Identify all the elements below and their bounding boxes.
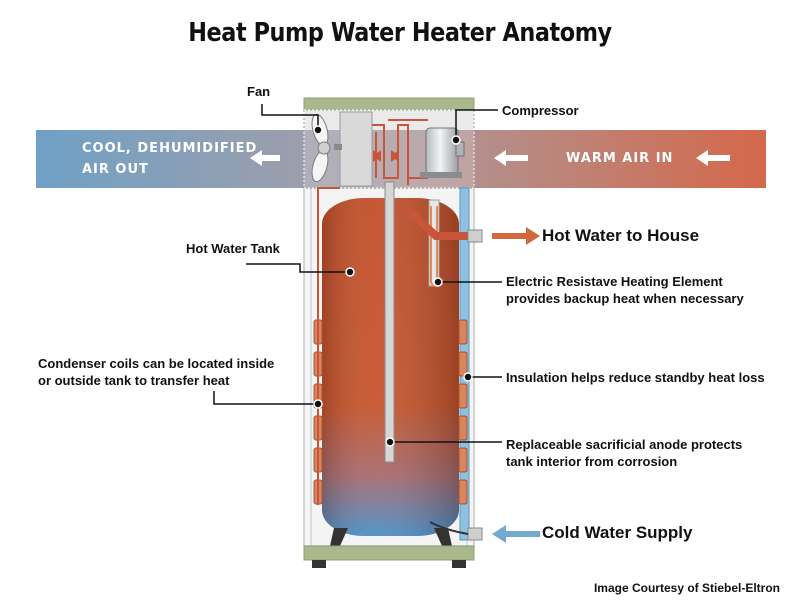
condenser-label-line2: or outside tank to transfer heat [38, 373, 230, 388]
leader-lines [213, 104, 502, 443]
hot-water-to-house-label: Hot Water to House [542, 226, 700, 245]
airflow-band [36, 130, 766, 188]
air-out-arrow-icon [250, 150, 280, 166]
air-in-arrow-icon [494, 150, 730, 166]
heating-element-label-line1: Electric Resistave Heating Element [506, 274, 723, 289]
air-out-label-line1: COOL, DEHUMIDIFIED [82, 141, 258, 156]
compressor-label: Compressor [502, 103, 579, 118]
hot-water-arrow-icon [492, 227, 540, 245]
hot-water-tank-label: Hot Water Tank [186, 241, 280, 256]
air-in-label: WARM AIR IN [566, 151, 674, 166]
insulation-label: Insulation helps reduce standby heat los… [506, 370, 765, 385]
anode-label: Replaceable sacrificial anode protects t… [506, 436, 742, 470]
cabinet-base [303, 545, 475, 568]
expansion-valve-icon [373, 150, 399, 162]
fan-icon [311, 111, 373, 187]
hot-water-outlet-pipe [405, 207, 483, 243]
heating-element-label-line2: provides backup heat when necessary [506, 291, 744, 306]
fan-label: Fan [247, 84, 271, 99]
page-title: Heat Pump Water Heater Anatomy [188, 18, 612, 48]
anode-label-line2: tank interior from corrosion [506, 454, 678, 469]
heating-element-label: Electric Resistave Heating Element provi… [506, 273, 744, 307]
air-out-label-line2: AIR OUT [82, 162, 149, 177]
anode-rod [384, 181, 395, 463]
condenser-label-line1: Condenser coils can be located inside [38, 356, 275, 371]
cold-water-supply-label: Cold Water Supply [542, 523, 693, 542]
image-credit: Image Courtesy of Stiebel-Eltron [593, 581, 780, 595]
leader-dots [313, 125, 473, 447]
tank-legs [330, 528, 452, 546]
compressor-icon [420, 127, 465, 178]
cold-water-inlet [429, 521, 483, 541]
air-out-label: COOL, DEHUMIDIFIED AIR OUT [82, 138, 257, 180]
condenser-label: Condenser coils can be located inside or… [38, 355, 274, 389]
cold-water-arrow-icon [492, 525, 540, 543]
heating-element [428, 199, 440, 287]
anode-label-line1: Replaceable sacrificial anode protects [506, 437, 743, 452]
